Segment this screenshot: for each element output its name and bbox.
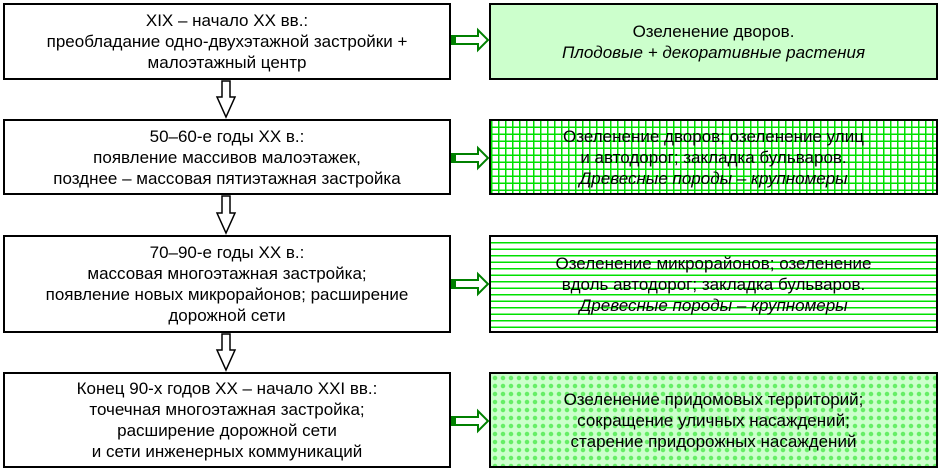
greening-italic: Древесные породы – крупномеры bbox=[579, 168, 848, 188]
greening-text: Озеленение дворов. bbox=[632, 21, 795, 41]
greening-box-1: Озеленение дворов.Плодовые + декоративны… bbox=[489, 3, 938, 80]
period-text: появление новых микрорайонов; расширение bbox=[45, 285, 409, 304]
greening-text: Озеленение придомовых территорий; bbox=[563, 389, 864, 409]
greening-text: Озеленение микрорайонов; озеленение bbox=[555, 253, 872, 273]
period-text: XIX – начало XX вв.: bbox=[145, 11, 309, 30]
period-text: точечная многоэтажная застройка; bbox=[89, 400, 365, 419]
down-arrow-icon bbox=[215, 195, 237, 235]
period-text: расширение дорожной сети bbox=[117, 421, 337, 440]
period-text: дорожной сети bbox=[168, 306, 286, 325]
greening-text: Озеленение дворов; озеленение улиц bbox=[563, 126, 864, 146]
down-arrow-icon bbox=[215, 80, 237, 119]
down-arrow-icon bbox=[215, 333, 237, 372]
period-box-1: XIX – начало XX вв.: преобладание одно-дв… bbox=[3, 3, 451, 80]
period-text: 70–90-е годы XX в.: bbox=[149, 243, 305, 262]
period-text: малоэтажный центр bbox=[147, 53, 307, 72]
right-arrow-icon bbox=[451, 145, 490, 171]
period-text: массовая многоэтажная застройка; bbox=[87, 264, 367, 283]
right-arrow-icon bbox=[451, 408, 490, 434]
period-text: и сети инженерных коммуникаций bbox=[91, 442, 363, 461]
greening-text: и автодорог; закладка бульваров. bbox=[580, 147, 847, 167]
period-text: Конец 90-х годов XX – начало XXI вв.: bbox=[76, 379, 378, 398]
greening-text: сокращение уличных насаждений; bbox=[577, 410, 850, 430]
right-arrow-icon bbox=[451, 27, 490, 53]
period-text: появление массивов малоэтажек, bbox=[93, 147, 361, 167]
period-text: позднее – массовая пятиэтажная застройка bbox=[53, 168, 401, 188]
period-text: 50–60-е годы XX в.: bbox=[149, 126, 305, 146]
right-arrow-icon bbox=[451, 271, 490, 297]
period-box-2: 50–60-е годы XX в.:появление массивов ма… bbox=[3, 119, 451, 195]
greening-text: вдоль автодорог; закладка бульваров. bbox=[561, 274, 866, 294]
greening-italic: Плодовые + декоративные растения bbox=[561, 42, 866, 62]
period-text: преобладание одно-двухэтажной застройки … bbox=[46, 32, 408, 51]
greening-text: старение придорожных насаждений bbox=[570, 431, 857, 451]
greening-box-4: Озеленение придомовых территорий;сокраще… bbox=[489, 372, 938, 468]
greening-italic: Древесные породы – крупномеры bbox=[579, 295, 848, 315]
period-box-3: 70–90-е годы XX в.: массовая многоэтажная… bbox=[3, 235, 451, 333]
period-box-4: Конец 90-х годов XX – начало XXI вв.: точ… bbox=[3, 372, 451, 468]
